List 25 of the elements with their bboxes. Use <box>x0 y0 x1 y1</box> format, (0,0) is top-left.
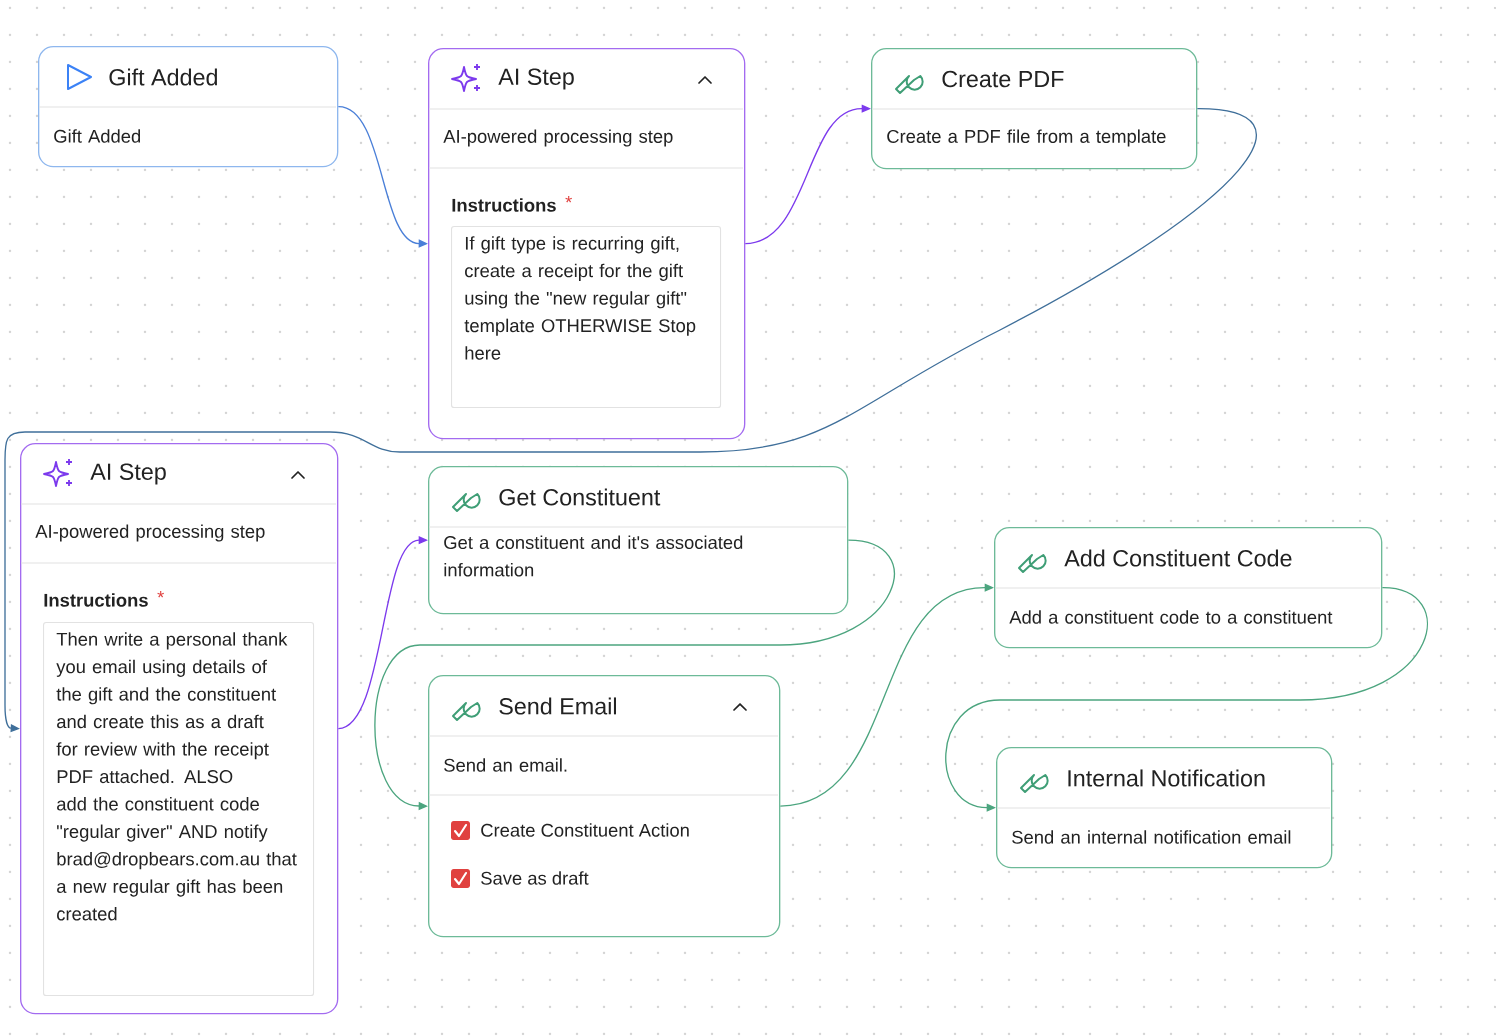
card-description: AI-powered processing step <box>35 524 265 542</box>
card-description: Get a constituent and it's associated information <box>444 535 743 577</box>
card-title: Gift Added <box>109 68 217 86</box>
card-title: Add Constituent Code <box>1064 549 1292 567</box>
card-title: AI Step <box>90 463 166 485</box>
card-description: Send an internal notification email <box>1012 830 1291 844</box>
field-label: Instructions <box>452 198 556 212</box>
required-asterisk: * <box>157 591 164 598</box>
card-title: AI Step <box>498 68 574 90</box>
card-title: Create PDF <box>942 70 1064 88</box>
card-title: Internal Notification <box>1068 769 1265 787</box>
card-title: Send Email <box>499 697 616 715</box>
instructions-field: Then write a personal thank you email using details of the gift and the constituent and create this as a draft for review with the receipt PDF attached. ALSO add the constituent code "regular giver" AND notify brad@dropbears.com.au that a new regular gift has been created <box>43 622 315 997</box>
required-asterisk: * <box>565 196 572 203</box>
card-description: Create a PDF file from a template <box>887 129 1166 147</box>
checkbox-label: Create Constituent Action <box>481 823 689 837</box>
card-description: AI-powered processing step <box>443 129 673 147</box>
card-description: Send an email. <box>444 758 567 772</box>
card-title: Get Constituent <box>499 488 661 506</box>
card-description: Gift Added <box>54 129 141 143</box>
instructions-field: If gift type is recurring gift, create a receipt for the gift using the "new regular gift" template OTHERWISE Stop here <box>451 226 722 409</box>
field-label: Instructions <box>44 593 148 607</box>
arrow <box>945 587 1428 812</box>
card-description: Add a constituent code to a constituent <box>1009 610 1333 624</box>
checkbox-label: Save as draft <box>481 871 589 885</box>
